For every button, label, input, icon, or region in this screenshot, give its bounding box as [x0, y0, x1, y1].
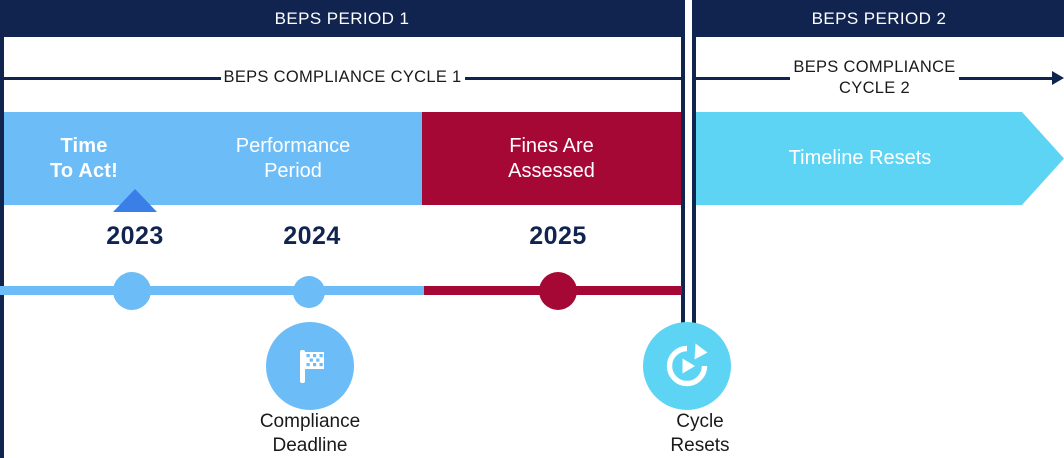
timeline-node-2025	[539, 272, 577, 310]
band-fines-line2: Assessed	[508, 159, 595, 182]
refresh-play-icon	[666, 343, 708, 387]
band-performance-line1: Performance	[235, 134, 351, 157]
period-2-label: BEPS PERIOD 2	[811, 8, 947, 28]
cycle-2-line-right	[958, 76, 1053, 80]
band-performance-line2: Period	[264, 159, 322, 182]
cycle-2-text-line-1: BEPS COMPLIANCE	[793, 57, 956, 76]
year-label-2024: 2024	[283, 222, 341, 250]
band-fines-assessed: Fines Are Assessed	[422, 112, 681, 205]
year-label-2025: 2025	[529, 222, 587, 250]
milestone-compliance-deadline-label: Compliance Deadline	[200, 410, 420, 458]
reset-line1: Cycle	[676, 411, 724, 432]
band-time-to-act-label: Time To Act!	[50, 134, 118, 184]
milestone-compliance-deadline	[266, 322, 354, 410]
cycle-2-arrow-icon	[1052, 71, 1064, 85]
period-divider-rail-left	[681, 0, 685, 355]
cycle-1-line-right	[464, 76, 682, 80]
year-label-2023: 2023	[106, 222, 164, 250]
band-fines-line1: Fines Are	[509, 134, 594, 157]
compliance-cycle-1-row: BEPS COMPLIANCE CYCLE 1	[4, 60, 682, 96]
time-to-act-marker-icon	[113, 189, 157, 212]
period-1-header: BEPS PERIOD 1	[0, 0, 684, 37]
band-timeline-resets-label: Timeline Resets	[788, 147, 932, 170]
band-performance-period: Performance Period	[164, 112, 422, 205]
compliance-cycle-1-label: BEPS COMPLIANCE CYCLE 1	[223, 68, 462, 87]
left-boundary-rail	[0, 37, 4, 458]
checkered-flag-icon	[300, 350, 324, 383]
period-2-header: BEPS PERIOD 2	[694, 0, 1064, 37]
timeline-node-2023	[113, 272, 151, 310]
timeline-track-blue	[0, 286, 424, 295]
cycle-2-text-line-2: CYCLE 2	[839, 79, 910, 97]
compliance-cycle-2-row: BEPS COMPLIANCE CYCLE 2	[696, 52, 1064, 104]
deadline-line2: Deadline	[272, 434, 348, 456]
timeline-node-2024	[293, 276, 325, 308]
band-time-to-act-line1: Time	[60, 134, 108, 157]
compliance-cycle-2-label: BEPS COMPLIANCE CYCLE 2	[790, 57, 958, 99]
cycle-2-line-left	[696, 76, 791, 80]
band-performance-label: Performance Period	[236, 134, 351, 184]
milestone-cycle-resets-label: Cycle Resets	[590, 410, 810, 458]
period-1-label: BEPS PERIOD 1	[274, 8, 410, 28]
cycle-1-line-left	[4, 76, 221, 80]
deadline-line1: Compliance	[259, 411, 361, 432]
band-time-to-act-line2: To Act!	[49, 159, 119, 182]
reset-line2: Resets	[670, 434, 730, 456]
band-fines-label: Fines Are Assessed	[508, 134, 595, 184]
band-timeline-resets: Timeline Resets	[696, 112, 1064, 205]
period-divider-rail-right	[692, 0, 696, 355]
milestone-cycle-resets	[643, 322, 731, 410]
